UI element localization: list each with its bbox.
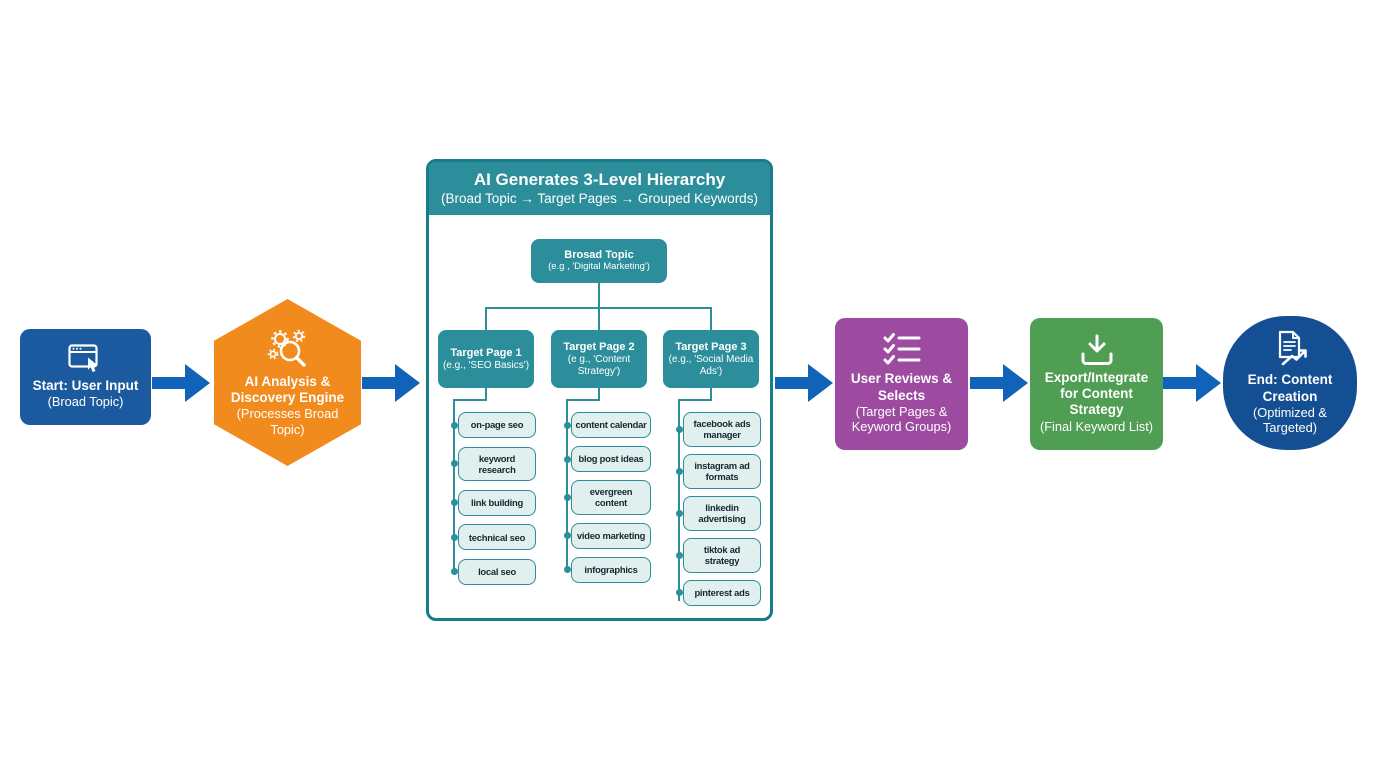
- flow-arrow-icon: [775, 364, 833, 402]
- hierarchy-panel-header: AI Generates 3-Level Hierarchy (Broad To…: [429, 162, 770, 215]
- target-page-3-title: Target Page 3: [675, 340, 747, 353]
- start-title: Start: User Input: [32, 378, 139, 394]
- keyword-node: tiktok ad strategy: [676, 537, 761, 573]
- export-title: Export/Integrate for Content Strategy: [1044, 370, 1149, 418]
- connector-line: [485, 388, 487, 400]
- engine-node: AI Analysis & Discovery Engine (Processe…: [214, 299, 361, 466]
- end-node: End: Content Creation (Optimized & Targe…: [1223, 316, 1357, 450]
- engine-subtitle: (Processes Broad Topic): [236, 406, 339, 437]
- hierarchy-subtitle: (Broad Topic → Target Pages → Grouped Ke…: [441, 190, 758, 206]
- target-page-2-subtitle: (e g., 'Content Strategy'): [567, 354, 631, 377]
- keyword-node: keyword research: [451, 446, 536, 482]
- connector-line: [679, 399, 712, 401]
- flow-arrow-icon: [152, 364, 210, 402]
- engine-title: AI Analysis & Discovery Engine: [230, 373, 345, 406]
- keyword-node: instagram ad formats: [676, 453, 761, 489]
- keyword-group-1: on-page seo keyword research link building…: [451, 412, 536, 585]
- keyword-node: local seo: [451, 558, 536, 585]
- target-page-2-title: Target Page 2: [563, 340, 635, 353]
- connector-line: [598, 388, 600, 400]
- hierarchy-panel: AI Generates 3-Level Hierarchy (Broad To…: [426, 159, 773, 621]
- broad-topic-node: Brosad Topic (e.g , 'Digital Marketing'): [531, 239, 667, 283]
- export-node: Export/Integrate for Content Strategy (F…: [1030, 318, 1163, 450]
- keyword-node: pinterest ads: [676, 579, 761, 606]
- connector-line: [710, 308, 712, 330]
- target-page-3-node: Target Page 3 (e.g., 'Social Media Ads'): [663, 330, 759, 388]
- target-page-3-subtitle: (e.g., 'Social Media Ads'): [668, 354, 754, 377]
- browser-window-cursor-icon: [67, 344, 98, 373]
- target-page-1-title: Target Page 1: [450, 346, 522, 359]
- keyword-group-2: content calendar blog post ideas evergreen…: [564, 412, 651, 583]
- keyword-node: technical seo: [451, 524, 536, 551]
- connector-line: [453, 399, 455, 574]
- flow-arrow-icon: [362, 364, 420, 402]
- keyword-node: evergreen content: [564, 480, 651, 515]
- keyword-node: link building: [451, 489, 536, 516]
- keyword-group-3: facebook ads manager instagram ad formats…: [676, 412, 761, 606]
- end-title: End: Content Creation: [1247, 372, 1333, 404]
- keyword-node: infographics: [564, 556, 651, 583]
- keyword-node: content calendar: [564, 412, 651, 438]
- review-node: User Reviews & Selects (Target Pages & K…: [835, 318, 968, 450]
- broad-topic-title: Brosad Topic: [564, 248, 634, 261]
- connector-line: [567, 399, 600, 401]
- connector-line: [598, 283, 600, 309]
- connector-line: [598, 308, 600, 330]
- connector-line: [678, 399, 680, 601]
- connector-line: [710, 388, 712, 400]
- document-trend-icon: [1278, 331, 1307, 366]
- flow-arrow-icon: [970, 364, 1028, 402]
- end-subtitle: (Optimized & Targeted): [1253, 404, 1327, 436]
- keyword-node: blog post ideas: [564, 446, 651, 472]
- connector-line: [566, 399, 568, 572]
- checklist-icon: [883, 333, 920, 365]
- flow-arrow-icon: [1163, 364, 1221, 402]
- start-subtitle: (Broad Topic): [47, 394, 124, 410]
- export-subtitle: (Final Keyword List): [1039, 418, 1154, 434]
- target-page-1-node: Target Page 1 (e.g., 'SEO Basics'): [438, 330, 534, 388]
- hierarchy-title: AI Generates 3-Level Hierarchy: [473, 170, 726, 190]
- review-subtitle: (Target Pages & Keyword Groups): [851, 403, 952, 435]
- target-page-2-node: Target Page 2 (e g., 'Content Strategy'): [551, 330, 647, 388]
- keyword-node: on-page seo: [451, 412, 536, 438]
- download-tray-icon: [1081, 334, 1112, 366]
- keyword-node: video marketing: [564, 522, 651, 549]
- keyword-node: facebook ads manager: [676, 412, 761, 447]
- connector-line: [454, 399, 487, 401]
- keyword-node: linkedin advertising: [676, 495, 761, 531]
- review-title: User Reviews & Selects: [850, 371, 953, 403]
- target-page-1-subtitle: (e.g., 'SEO Basics'): [442, 359, 530, 371]
- start-node: Start: User Input (Broad Topic): [20, 329, 151, 425]
- gears-magnifier-icon: [267, 329, 306, 367]
- broad-topic-subtitle: (e.g , 'Digital Marketing'): [548, 261, 650, 273]
- connector-line: [485, 308, 487, 330]
